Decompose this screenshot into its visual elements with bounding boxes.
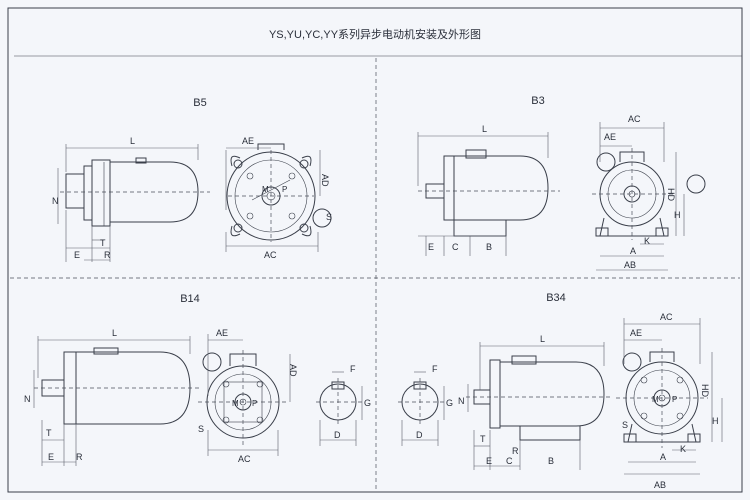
b34-dim-B: B: [548, 456, 554, 466]
shaft-left-dim-D: D: [334, 430, 341, 440]
b5-dim-M: M: [262, 185, 269, 194]
b3-dim-L: L: [482, 124, 487, 134]
b34-dim-L: L: [540, 334, 545, 344]
b34-dim-A: A: [660, 452, 666, 462]
b3-dim-A: A: [630, 246, 636, 256]
b14-dim-S: S: [198, 424, 204, 434]
b34-dim-HD: HD: [700, 384, 710, 397]
b14-front-view: [198, 334, 291, 456]
b5-dim-P: P: [282, 185, 287, 194]
b14-side-view: [33, 336, 200, 466]
b14-dim-N: N: [24, 394, 31, 404]
b5-dim-AC: AC: [264, 250, 277, 260]
shaft-left-dim-F: F: [350, 364, 356, 374]
b14-dim-AE: AE: [216, 328, 228, 338]
shaft-left-dim-G: G: [364, 398, 371, 408]
b14-dim-M: M: [232, 399, 239, 408]
b5-front-view: [225, 143, 332, 252]
sheet-frame: [7, 7, 743, 493]
b14-dim-AC: AC: [238, 454, 251, 464]
b14-dim-E: E: [48, 452, 54, 462]
b34-front-view: [616, 318, 723, 475]
b14-dim-T: T: [46, 428, 52, 438]
b34-dim-C: C: [506, 456, 513, 466]
section-b14-label: B14: [180, 293, 200, 305]
b34-dim-T: T: [480, 434, 486, 444]
b3-dim-E: E: [428, 242, 434, 252]
b34-dim-AC: AC: [660, 312, 673, 322]
shaft-right-dim-F: F: [432, 364, 438, 374]
b5-dim-S: S: [326, 212, 332, 222]
drawing-title: YS,YU,YC,YY系列异步电动机安装及外形图: [269, 27, 481, 41]
b34-dim-AE: AE: [630, 328, 642, 338]
b5-side-view: [57, 144, 210, 262]
b5-dim-R: R: [104, 250, 111, 260]
section-b3-label: B3: [531, 95, 544, 107]
b14-dim-AD: AD: [288, 364, 298, 377]
b3-dim-AE: AE: [604, 132, 616, 142]
b34-dim-N: N: [458, 396, 465, 406]
b3-dim-AC: AC: [628, 114, 641, 124]
b34-side-view: [466, 342, 612, 470]
b3-side-view: [417, 132, 560, 256]
shaft-section-left: [316, 371, 363, 446]
b34-dim-AB: AB: [654, 480, 666, 490]
b3-front-view: [592, 122, 706, 271]
b34-dim-M: M: [652, 395, 659, 404]
b3-dim-AB: AB: [624, 260, 636, 270]
b5-dim-L: L: [130, 136, 135, 146]
b3-dim-H: H: [674, 210, 681, 220]
b5-dim-E: E: [74, 250, 80, 260]
b5-dim-AD: AD: [320, 174, 330, 187]
b5-dim-AE: AE: [242, 136, 254, 146]
shaft-right-dim-D: D: [416, 430, 423, 440]
b3-dim-B: B: [486, 242, 492, 252]
b34-dim-H: H: [712, 416, 719, 426]
b34-dim-E: E: [486, 456, 492, 466]
b34-dim-S: S: [622, 420, 628, 430]
shaft-section-right: [398, 371, 445, 446]
shaft-right-dim-G: G: [446, 398, 453, 408]
b34-dim-K: K: [680, 444, 686, 454]
b3-dim-HD: HD: [666, 188, 676, 201]
b14-dim-L: L: [112, 328, 117, 338]
b5-dim-T: T: [100, 238, 106, 248]
b14-dim-R: R: [76, 452, 83, 462]
b3-dim-K: K: [644, 236, 650, 246]
b5-dim-N: N: [52, 196, 59, 206]
b14-dim-P: P: [252, 399, 257, 408]
b34-dim-R: R: [512, 446, 519, 456]
section-b34-label: B34: [546, 292, 566, 304]
b34-dim-P: P: [672, 395, 677, 404]
b3-dim-C: C: [452, 242, 459, 252]
section-b5-label: B5: [193, 97, 206, 109]
